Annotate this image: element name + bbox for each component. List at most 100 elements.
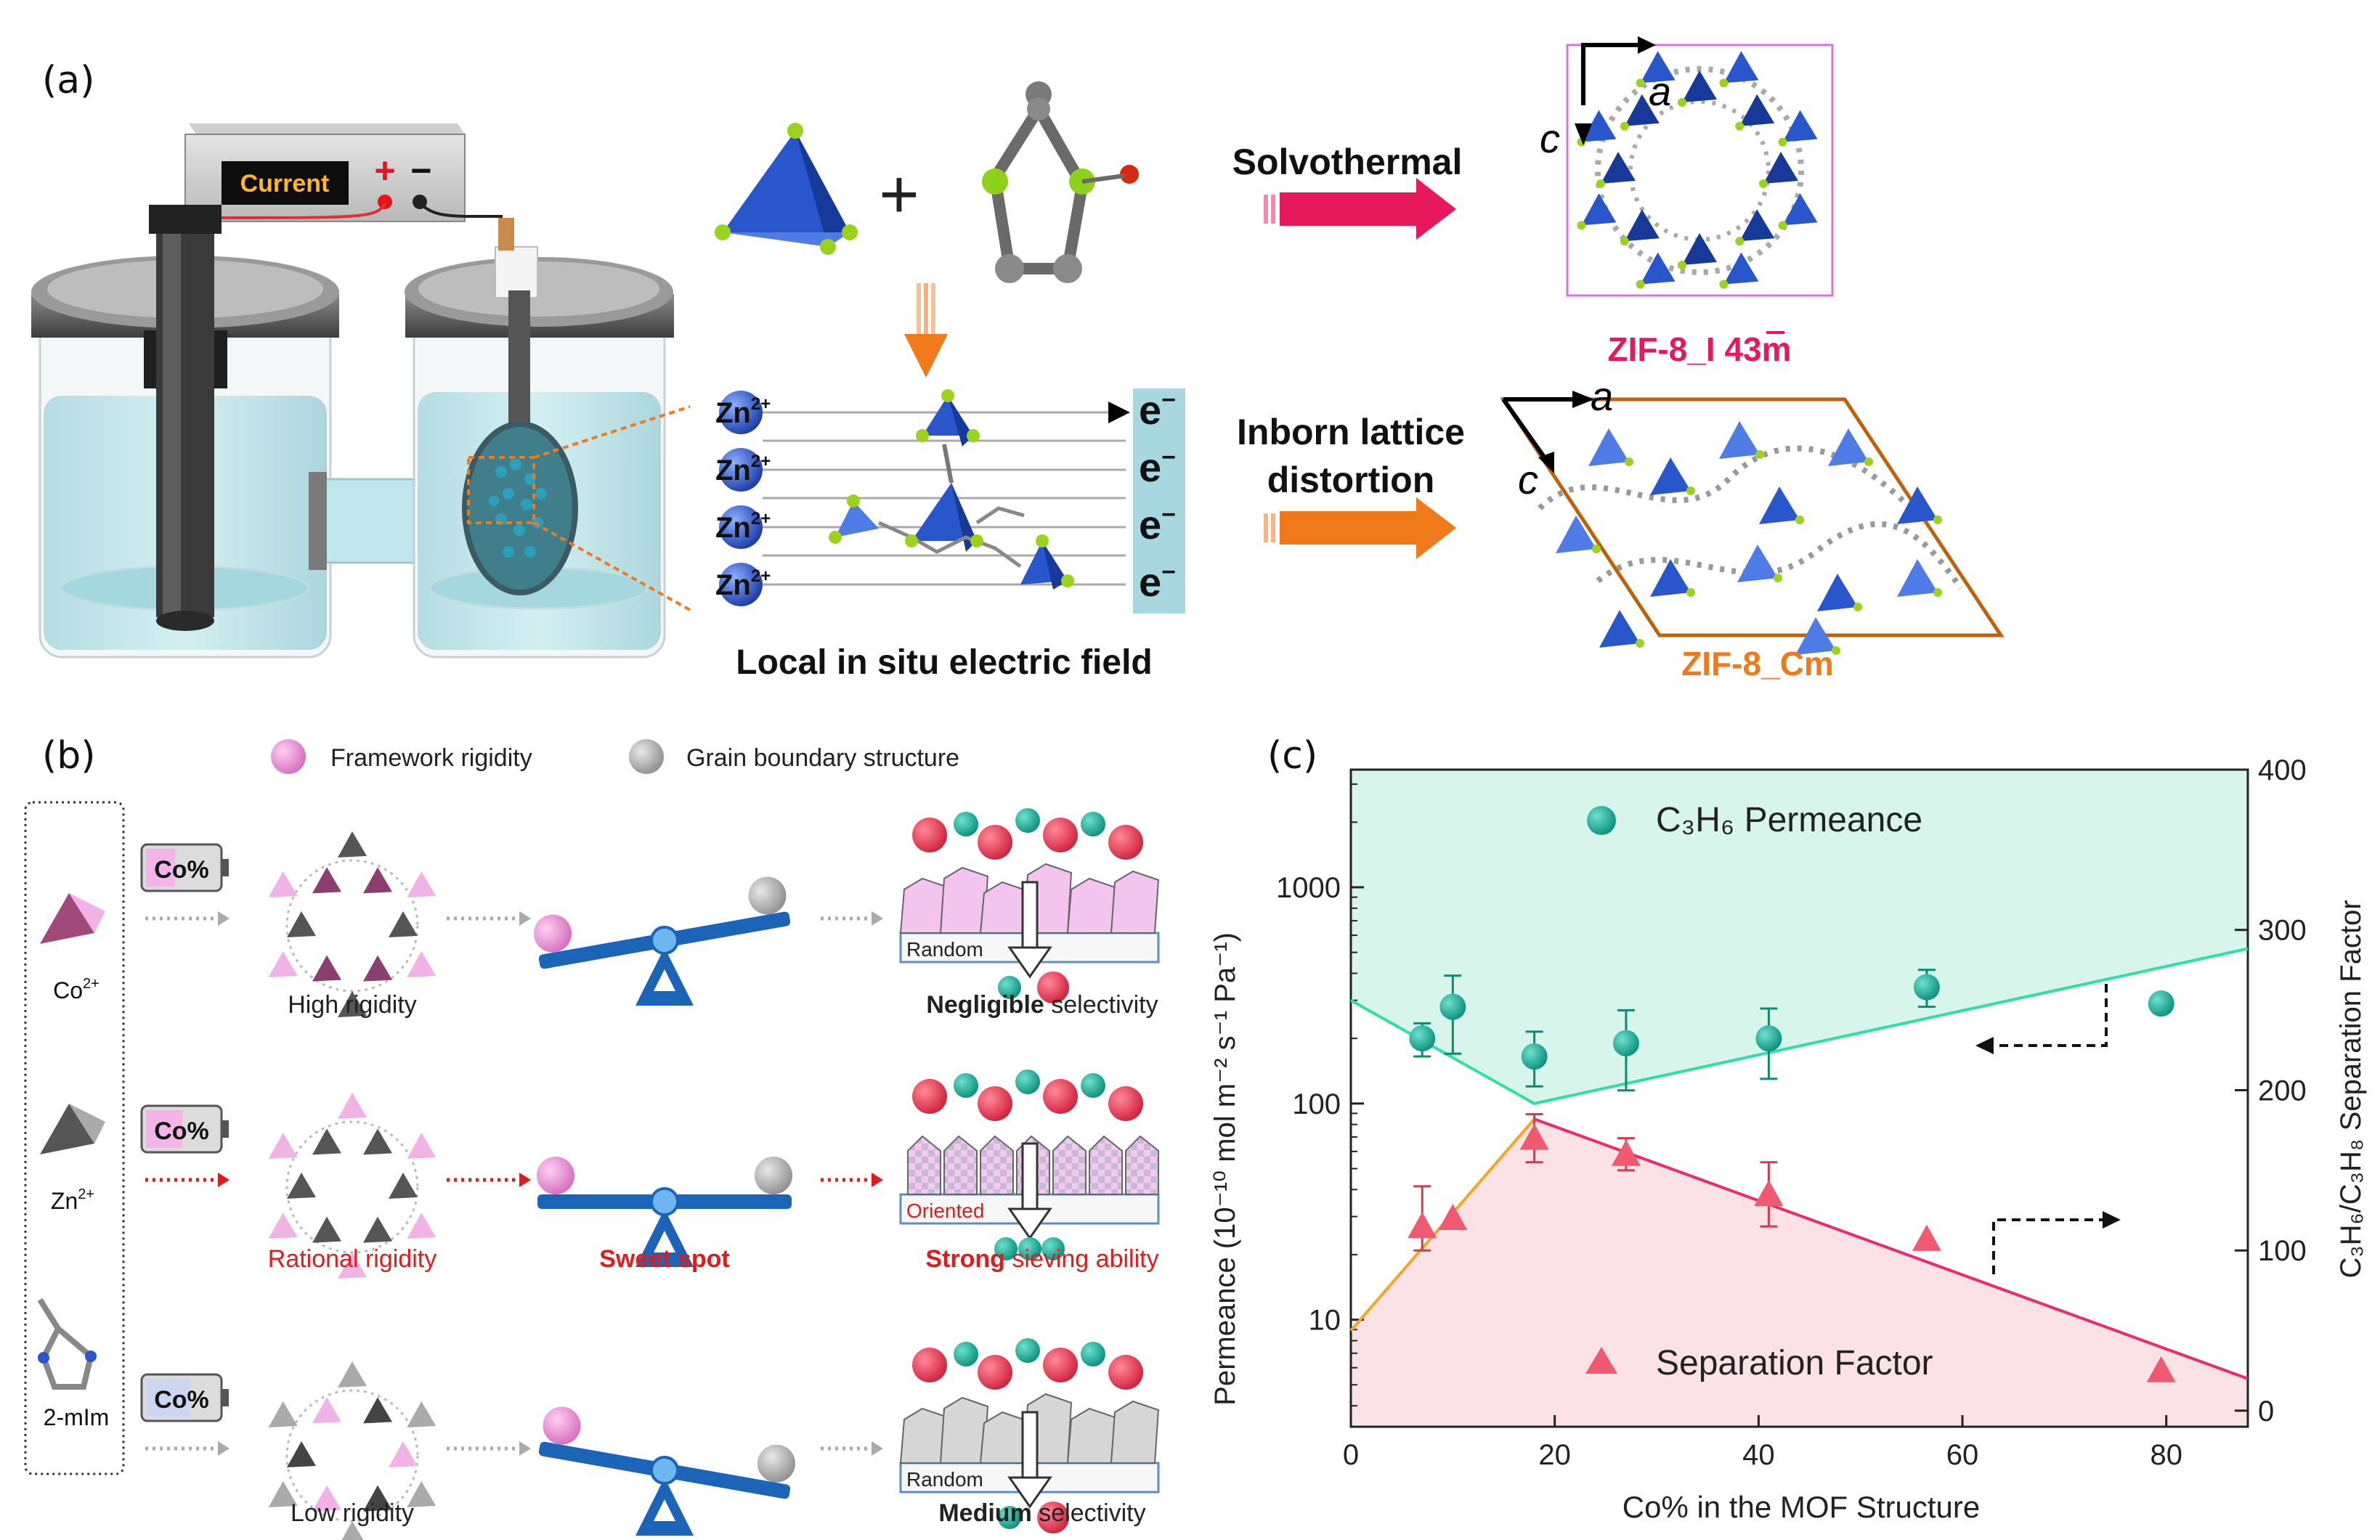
membrane-tag: Random [906,938,983,961]
electron-label: e− [1139,386,1176,433]
framework-tetrahedron [268,1213,298,1239]
y-right-tick-label: 400 [2258,754,2307,786]
propylene-molecule [998,1506,1021,1529]
axis-a-label-top: a [1649,68,1671,114]
electron-label: e− [1139,558,1176,605]
plot-frame [1349,768,2249,1428]
permeance-point [1521,1043,1548,1070]
permeation-arrowhead [1007,946,1052,979]
zinc-tetrahedron-precursor [715,123,858,255]
ligand-node [1735,121,1745,131]
propane-molecule [1037,971,1069,1003]
left-axis-pointer-head [1975,1037,1994,1054]
permeance-point [1439,993,1466,1020]
ligand-node [1759,179,1768,188]
random-grain [1110,1400,1160,1464]
zn-ion-label: Zn2+ [715,566,771,601]
oriented-grain [1052,1135,1087,1195]
distortion-arrow-icon [1264,497,1456,559]
propylene-molecule [998,976,1021,999]
ligand-node [1933,516,1942,524]
propylene-molecule [1015,1070,1040,1094]
framework-tetrahedron [407,871,436,897]
random-grain [1066,877,1116,934]
separation-factor-point [2146,1356,2176,1382]
framework-tetrahedron [363,1397,392,1424]
separation-factor-point [1611,1139,1641,1166]
legend-sf-label: Separation Factor [1656,1344,1933,1382]
imidazolate-ligand-precursor [982,81,1139,283]
minus-terminal-sign: − [410,150,431,191]
permeation-arrow-icon [1021,881,1039,949]
separation-factor-point [1438,1204,1468,1231]
zn-ion-sphere [719,391,763,434]
legend-rigidity-label: Framework rigidity [330,744,532,772]
ligand-node [1778,221,1787,230]
current-display-label: Current [240,170,330,197]
propane-molecule [912,1348,947,1382]
propylene-molecule [1015,1338,1040,1363]
propane-molecule [978,825,1012,860]
zn-ion-sphere [719,505,763,549]
framework-tetrahedron [312,1128,341,1155]
propylene-molecule [1081,1073,1105,1098]
permeation-arrow-icon [1021,1411,1039,1479]
propane-molecule [1108,1086,1143,1121]
panel-b-label: (b) [42,734,96,778]
y-left-tick-label: 1000 [1276,872,1341,904]
zn-tetrahedron [1624,209,1660,242]
ligand-node [1755,450,1764,459]
solvothermal-label: Solvothermal [1232,142,1463,182]
electron-label: e− [1139,501,1176,547]
framework-tetrahedron [363,1485,392,1512]
flow-arrowhead [872,911,883,926]
zn-ion-label: Zn2+ [715,509,771,544]
grain-legend-icon [629,739,664,774]
random-grain [1110,870,1160,934]
y-right-tick-label: 300 [2258,915,2307,947]
zn-tetrahedron [1650,457,1691,495]
framework-tetrahedron [363,1216,392,1243]
zn-tetrahedron [1640,51,1676,83]
propylene-molecule [1041,1237,1065,1260]
plus-terminal-sign: + [374,150,395,191]
electron-label: e− [1139,444,1176,490]
axis-c-label-top: c [1540,115,1560,161]
selectivity-caption: Medium selectivity [938,1499,1145,1527]
propylene-molecule [1018,1237,1041,1260]
random-grain [1066,1407,1116,1464]
beam-pivot [650,926,679,955]
panel-b: (b) Framework rigidity Grain boundary st… [24,734,1160,1540]
zn-ion-label: Zn2+ [715,452,771,486]
rigidity-ball [537,1157,574,1194]
ligand-node [1620,121,1629,131]
rigidity-legend-icon [271,739,306,774]
zn-tetrahedron [1763,152,1798,184]
selectivity-caption: Strong sieving ability [925,1245,1158,1273]
y-left-tick-label: 10 [1309,1305,1341,1337]
x-tick-label: 40 [1742,1439,1775,1471]
propane-molecule [912,818,947,852]
sf-falling-fit-line [1533,1117,2249,1380]
propane-molecule [978,1355,1012,1390]
zn-tetrahedron [1640,252,1676,285]
rigidity-caption: High rigidity [288,991,417,1019]
propylene-molecule [954,1073,978,1098]
y-left-axis-title: Permeance (10⁻¹⁰ mol m⁻² s⁻¹ Pa⁻¹) [1209,932,1241,1406]
fulcrum-hole [654,1231,675,1252]
framework-tetrahedron [407,1481,436,1507]
power-supply: Current + − [163,123,503,247]
fulcrum-hole [654,969,675,991]
zif8-cm-structure: a c [1500,373,2005,655]
membrane-tag: Oriented [906,1199,984,1222]
zn-ion-label: Zn2+ [715,394,771,429]
framework-tetrahedron [287,1441,316,1467]
ligand-node [1636,280,1645,289]
zn-tetrahedron [1795,617,1836,655]
zif8-i43m-structure: a c [1540,36,1834,297]
zn-tetrahedron [1601,152,1636,184]
battery-tip [222,1120,229,1138]
legend-permeance-label: C₃H₆ Permeance [1656,801,1922,839]
framework-tetrahedron [363,955,392,982]
